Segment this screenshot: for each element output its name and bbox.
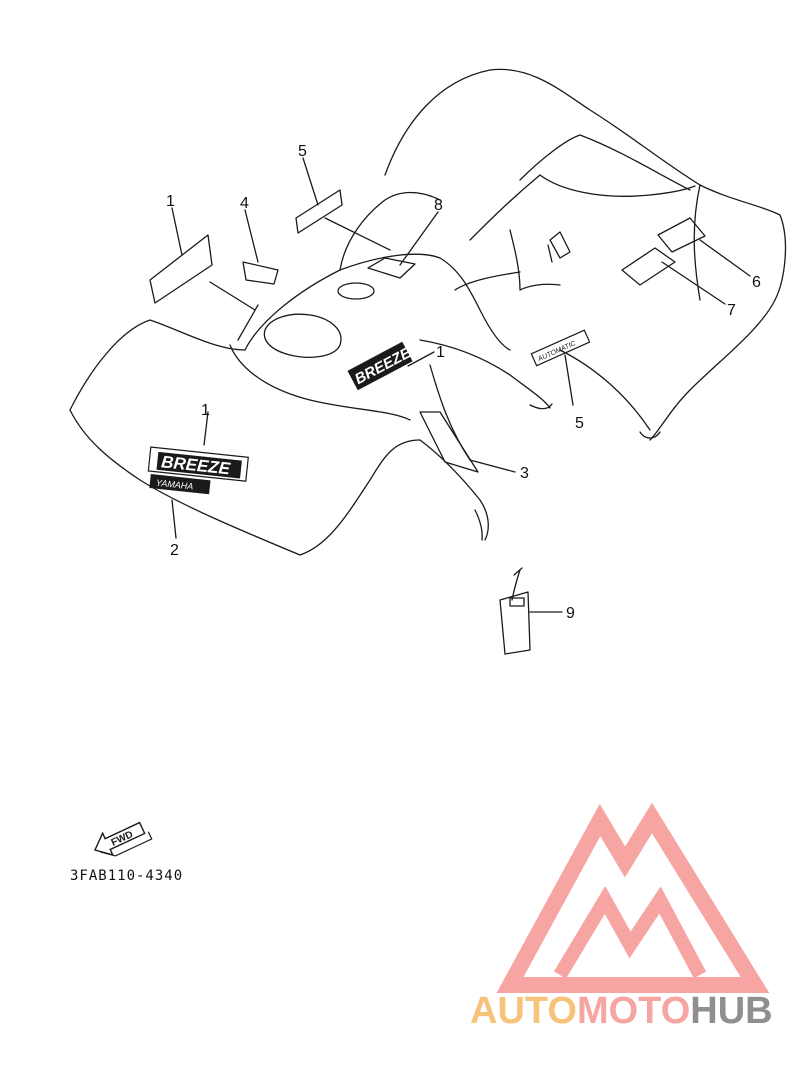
callout-1-c: 1 [201,402,210,419]
decal-item-5-automatic: AUTOMATIC [530,329,591,367]
callout-3: 3 [520,465,529,482]
decal-item-3 [419,411,479,473]
callout-1-a: 1 [166,193,175,210]
decal-breeze-side: BREEZE [347,341,415,391]
automatic-text: AUTOMATIC [536,340,578,364]
brand-hub: HUB [690,990,773,1032]
rear-fender-outline [69,68,787,556]
callout-1-b: 1 [436,344,445,361]
decal-item-9-tag [499,591,531,655]
decal-item-4 [242,261,279,285]
breeze-front-text: BREEZE [160,452,231,478]
callout-2: 2 [170,542,179,559]
callout-8: 8 [434,197,443,214]
decal-item-7 [621,247,676,286]
leader-lines [171,157,751,613]
callout-5-a: 5 [298,143,307,160]
brand-moto: MOTO [576,990,691,1032]
part-code: 3FAB110-4340 [70,868,184,884]
fwd-label: FWD [110,829,135,849]
callout-9: 9 [566,605,575,622]
fwd-arrow-icon: FWD [94,821,153,857]
decal-item-2-yamaha: YAMAHA [149,474,211,495]
callout-6: 6 [752,274,761,291]
callout-5-b: 5 [575,415,584,432]
decal-item-8 [367,257,416,279]
decal-breeze-front: BREEZE [147,446,249,482]
brand-auto: AUTO [470,990,577,1032]
automotohub-watermark: AUTOMOTOHUB [470,990,773,1033]
triangle-m-logo-icon [496,802,770,993]
decal-item-6 [657,217,706,253]
callout-7: 7 [727,302,736,319]
decal-item-5-top [295,189,343,234]
yamaha-text: YAMAHA [155,478,193,492]
callout-4: 4 [240,195,249,212]
decal-item-1-side [149,234,213,304]
